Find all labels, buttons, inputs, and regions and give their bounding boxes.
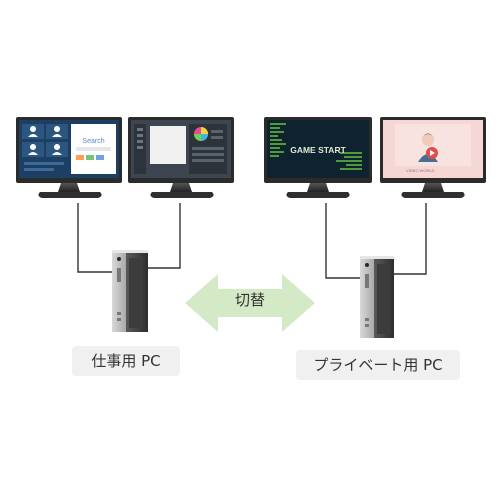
monitor-base xyxy=(38,192,102,198)
game-start-text: GAME START xyxy=(290,145,346,155)
work-pc-tower xyxy=(112,250,148,332)
work-monitor-left: Search xyxy=(16,117,122,198)
private-cable-right xyxy=(394,203,427,275)
work-cable-left xyxy=(77,203,112,273)
private-pc-label: プライベート用 PC xyxy=(296,350,460,380)
work-cable-right xyxy=(148,203,181,269)
person-icon xyxy=(54,144,60,150)
monitor-base xyxy=(150,192,214,198)
private-monitor-left: GAME START xyxy=(264,117,372,198)
work-pc-label: 仕事用 PC xyxy=(72,346,180,376)
canvas-area xyxy=(150,126,186,164)
cables xyxy=(77,203,427,279)
private-monitor-right: VIDEO WORLD xyxy=(380,117,486,198)
power-button-icon xyxy=(365,263,369,267)
work-monitor-right xyxy=(128,117,234,198)
monitor-stand xyxy=(307,183,329,192)
private-cable-left xyxy=(325,203,360,279)
monitor-base xyxy=(401,192,465,198)
video-call-tiles xyxy=(22,124,68,171)
monitor-stand xyxy=(422,183,444,192)
monitor-base xyxy=(286,192,350,198)
person-icon xyxy=(30,144,36,150)
monitor-stand xyxy=(58,183,80,192)
monitor-stand xyxy=(170,183,192,192)
search-text: Search xyxy=(82,138,104,145)
person-icon xyxy=(54,126,60,132)
person-head xyxy=(422,134,434,146)
power-button-icon xyxy=(117,257,121,261)
code-lines xyxy=(270,123,362,170)
switch-label: 切替 xyxy=(234,291,265,309)
video-caption-text: VIDEO WORLD xyxy=(406,168,435,173)
person-hair xyxy=(421,133,435,139)
person-icon xyxy=(30,126,36,132)
private-pc-tower xyxy=(360,256,394,338)
pc-side xyxy=(360,258,374,338)
switch-arrow-icon xyxy=(185,274,315,332)
pc-side xyxy=(112,252,126,332)
